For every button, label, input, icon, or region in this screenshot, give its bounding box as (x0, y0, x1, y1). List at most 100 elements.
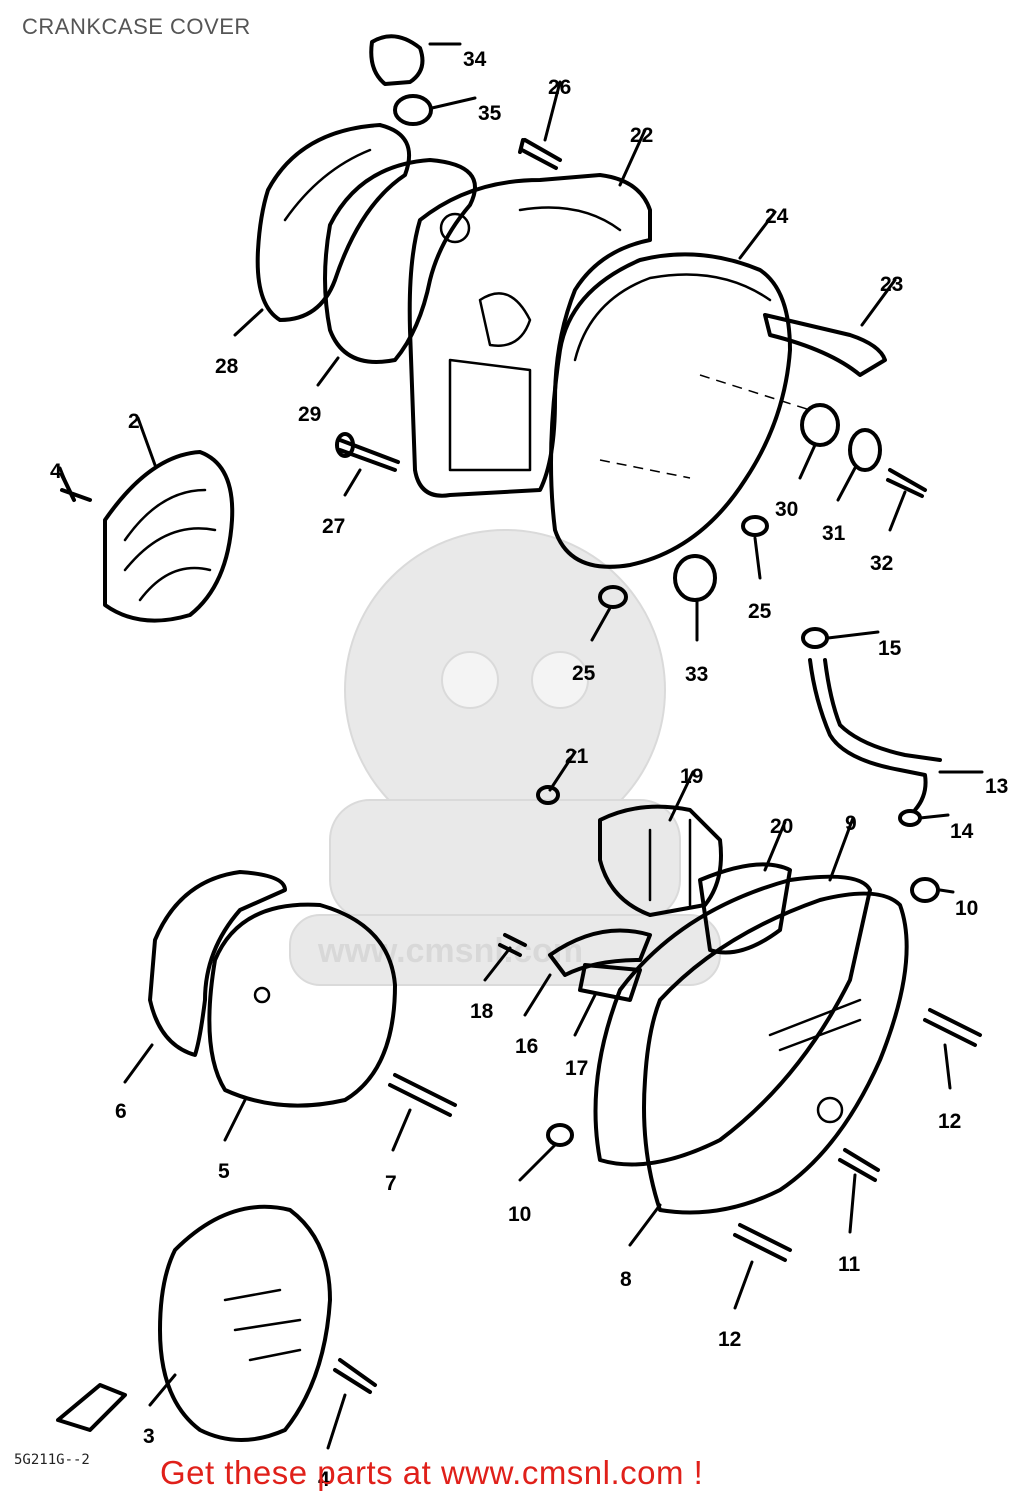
leader-line (733, 1260, 754, 1310)
callout-number: 7 (385, 1172, 397, 1195)
leader-line (326, 1393, 347, 1450)
callout-number: 23 (880, 273, 903, 296)
alignment-line (699, 374, 811, 411)
leader-line (848, 1173, 857, 1234)
part-24-gasket (549, 252, 792, 569)
part-28-gasket (255, 123, 411, 322)
callout-number: 9 (845, 812, 857, 835)
promo-banner[interactable]: Get these parts at www.cmsnl.com ! (160, 1454, 704, 1491)
callout-number: 27 (322, 515, 345, 538)
part-15-washer (801, 627, 829, 649)
callout-number: 35 (478, 102, 502, 125)
callout-number: 16 (515, 1035, 538, 1058)
leader-lines (58, 42, 984, 1450)
part-29-gasket (323, 158, 477, 364)
part-30-seal (800, 403, 840, 447)
callout-number: 3 (143, 1425, 155, 1448)
part-13-pipe (808, 658, 942, 812)
part-10-plug-upper (910, 877, 940, 903)
leader-line (668, 770, 695, 822)
leader-line (391, 1108, 412, 1152)
part-34-cap (369, 34, 425, 86)
part-9-gasket (593, 874, 872, 1167)
part-27-bolt (335, 432, 400, 472)
leader-line (543, 80, 562, 142)
callout-number: 29 (298, 403, 321, 426)
leader-line (58, 466, 70, 490)
callout-number: 19 (680, 765, 703, 788)
part-5-cover (207, 902, 397, 1108)
callout-number: 4 (50, 460, 62, 483)
leader-line (836, 466, 857, 502)
part-8-crankcase-cover (642, 891, 909, 1215)
part-25-dowel-b (598, 585, 628, 609)
leader-line (233, 308, 264, 337)
part-6-gasket (148, 870, 287, 1057)
leader-line (763, 820, 787, 872)
callout-number: 12 (718, 1328, 741, 1351)
part-11-bolt (838, 1148, 880, 1182)
callout-number: 33 (685, 663, 708, 686)
leader-line (798, 443, 817, 480)
callout-number: 5 (218, 1160, 230, 1183)
callout-number: 31 (822, 522, 846, 545)
leader-line (573, 993, 597, 1037)
callout-number: 30 (775, 498, 798, 521)
leader-line (753, 536, 762, 580)
part-20-gasket (698, 862, 792, 955)
callout-number: 10 (508, 1203, 531, 1226)
part-25-dowel-a (741, 515, 769, 537)
part-19-pump (598, 804, 723, 917)
part-10-plug-lower (546, 1123, 574, 1147)
part-26-bolt (518, 138, 562, 170)
alignment-line (599, 459, 691, 479)
leader-line (943, 1043, 952, 1090)
part-12-bolt-upper (923, 1008, 982, 1047)
callout-number: 25 (572, 662, 596, 685)
callout-number: 25 (748, 600, 772, 623)
callout-number: 21 (565, 745, 589, 768)
callout-number: 11 (838, 1253, 861, 1276)
callout-number: 8 (620, 1268, 632, 1291)
diagram-title: CRANKCASE COVER (22, 14, 251, 39)
leader-line (223, 1098, 247, 1142)
callout-number: 6 (115, 1100, 127, 1123)
part-17-plate (578, 963, 642, 1002)
callout-number: 28 (215, 355, 239, 378)
leader-line (938, 888, 955, 894)
watermark-text: www.cmsnl.com (317, 932, 583, 970)
part-7-bolt (388, 1073, 457, 1117)
leader-line (430, 96, 477, 110)
leader-line (828, 816, 855, 882)
part-12-bolt-lower (733, 1223, 792, 1262)
callout-number: 2 (128, 410, 140, 433)
part-2-cover (103, 450, 235, 623)
callout-number: 22 (630, 124, 653, 147)
part-31-washer (848, 428, 882, 472)
leader-line (888, 490, 907, 532)
callout-number: 12 (938, 1110, 961, 1133)
leader-line (136, 416, 157, 467)
leader-line (628, 1203, 662, 1247)
diagram-code: 5G211G--2 (14, 1452, 90, 1468)
leader-line (590, 606, 612, 642)
part-32-bolt (886, 468, 927, 498)
leader-line (860, 278, 897, 327)
part-35-o-ring (393, 94, 433, 126)
leader-line (518, 1143, 557, 1182)
part-33-plug (673, 554, 717, 602)
part-4-screw-lower (333, 1358, 377, 1394)
front-arrow-mark (56, 1383, 127, 1432)
leader-line (618, 128, 647, 187)
part-16-lever (548, 928, 652, 977)
leader-line (148, 1373, 177, 1407)
leader-line (918, 813, 950, 820)
callout-number: 10 (955, 897, 978, 920)
watermark-logo: www.cmsnl.com (289, 529, 721, 986)
part-3-cover (158, 1204, 332, 1442)
callout-number: 14 (950, 820, 974, 843)
part-22-crankcase-cover (407, 173, 652, 498)
leader-line (343, 468, 362, 497)
